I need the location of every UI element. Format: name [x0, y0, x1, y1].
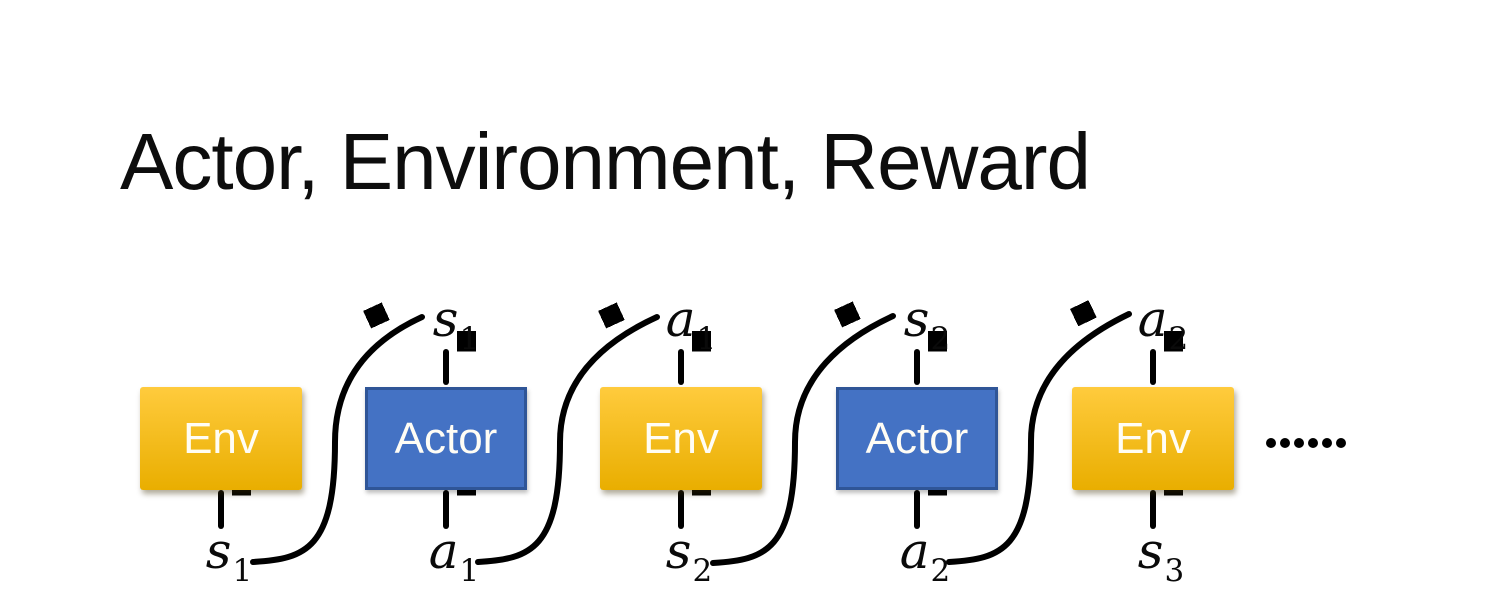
actor-box-2-label: Actor	[865, 413, 969, 463]
ellipsis-dot	[1336, 438, 1346, 448]
label-base: a	[1137, 290, 1168, 348]
env-box-1: Env	[140, 387, 302, 490]
label-subscript: 1	[232, 553, 253, 589]
slide-title: Actor, Environment, Reward	[120, 117, 1091, 206]
label-subscript: 2	[1168, 321, 1189, 357]
state-label-s2-top: s2	[872, 294, 982, 364]
env-box-1-label: Env	[183, 413, 259, 463]
env-box-3-label: Env	[1115, 413, 1191, 463]
action-label-a1-top: a1	[636, 294, 746, 364]
label-subscript: 2	[930, 321, 951, 357]
env-box-3: Env	[1072, 387, 1234, 490]
label-base: s	[205, 522, 232, 580]
actor-box-1-label: Actor	[394, 413, 498, 463]
label-base: s	[1137, 522, 1164, 580]
label-subscript: 1	[696, 321, 717, 357]
label-subscript: 1	[459, 553, 480, 589]
state-label-s1-bottom: s1	[174, 526, 284, 596]
ellipsis-dot	[1322, 438, 1332, 448]
ellipsis-dot	[1266, 438, 1276, 448]
actor-box-1: Actor	[365, 387, 527, 490]
label-base: s	[903, 290, 930, 348]
label-subscript: 2	[692, 553, 713, 589]
action-label-a2-top: a2	[1108, 294, 1218, 364]
ellipsis-dot	[1308, 438, 1318, 448]
action-label-a1-bottom: a1	[399, 526, 509, 596]
action-label-a2-bottom: a2	[870, 526, 980, 596]
label-base: s	[665, 522, 692, 580]
state-label-s2-bottom: s2	[634, 526, 744, 596]
label-base: a	[899, 522, 930, 580]
env-box-2: Env	[600, 387, 762, 490]
ellipsis-dot	[1280, 438, 1290, 448]
label-base: a	[665, 290, 696, 348]
env-box-2-label: Env	[643, 413, 719, 463]
state-label-s1-top: s1	[401, 294, 511, 364]
label-base: s	[432, 290, 459, 348]
label-subscript: 2	[930, 553, 951, 589]
ellipsis-dots	[1266, 438, 1346, 448]
ellipsis-dot	[1294, 438, 1304, 448]
state-label-s3-bottom: s3	[1106, 526, 1216, 596]
label-subscript: 1	[459, 321, 480, 357]
label-base: a	[428, 522, 459, 580]
label-subscript: 3	[1164, 553, 1185, 589]
actor-box-2: Actor	[836, 387, 998, 490]
